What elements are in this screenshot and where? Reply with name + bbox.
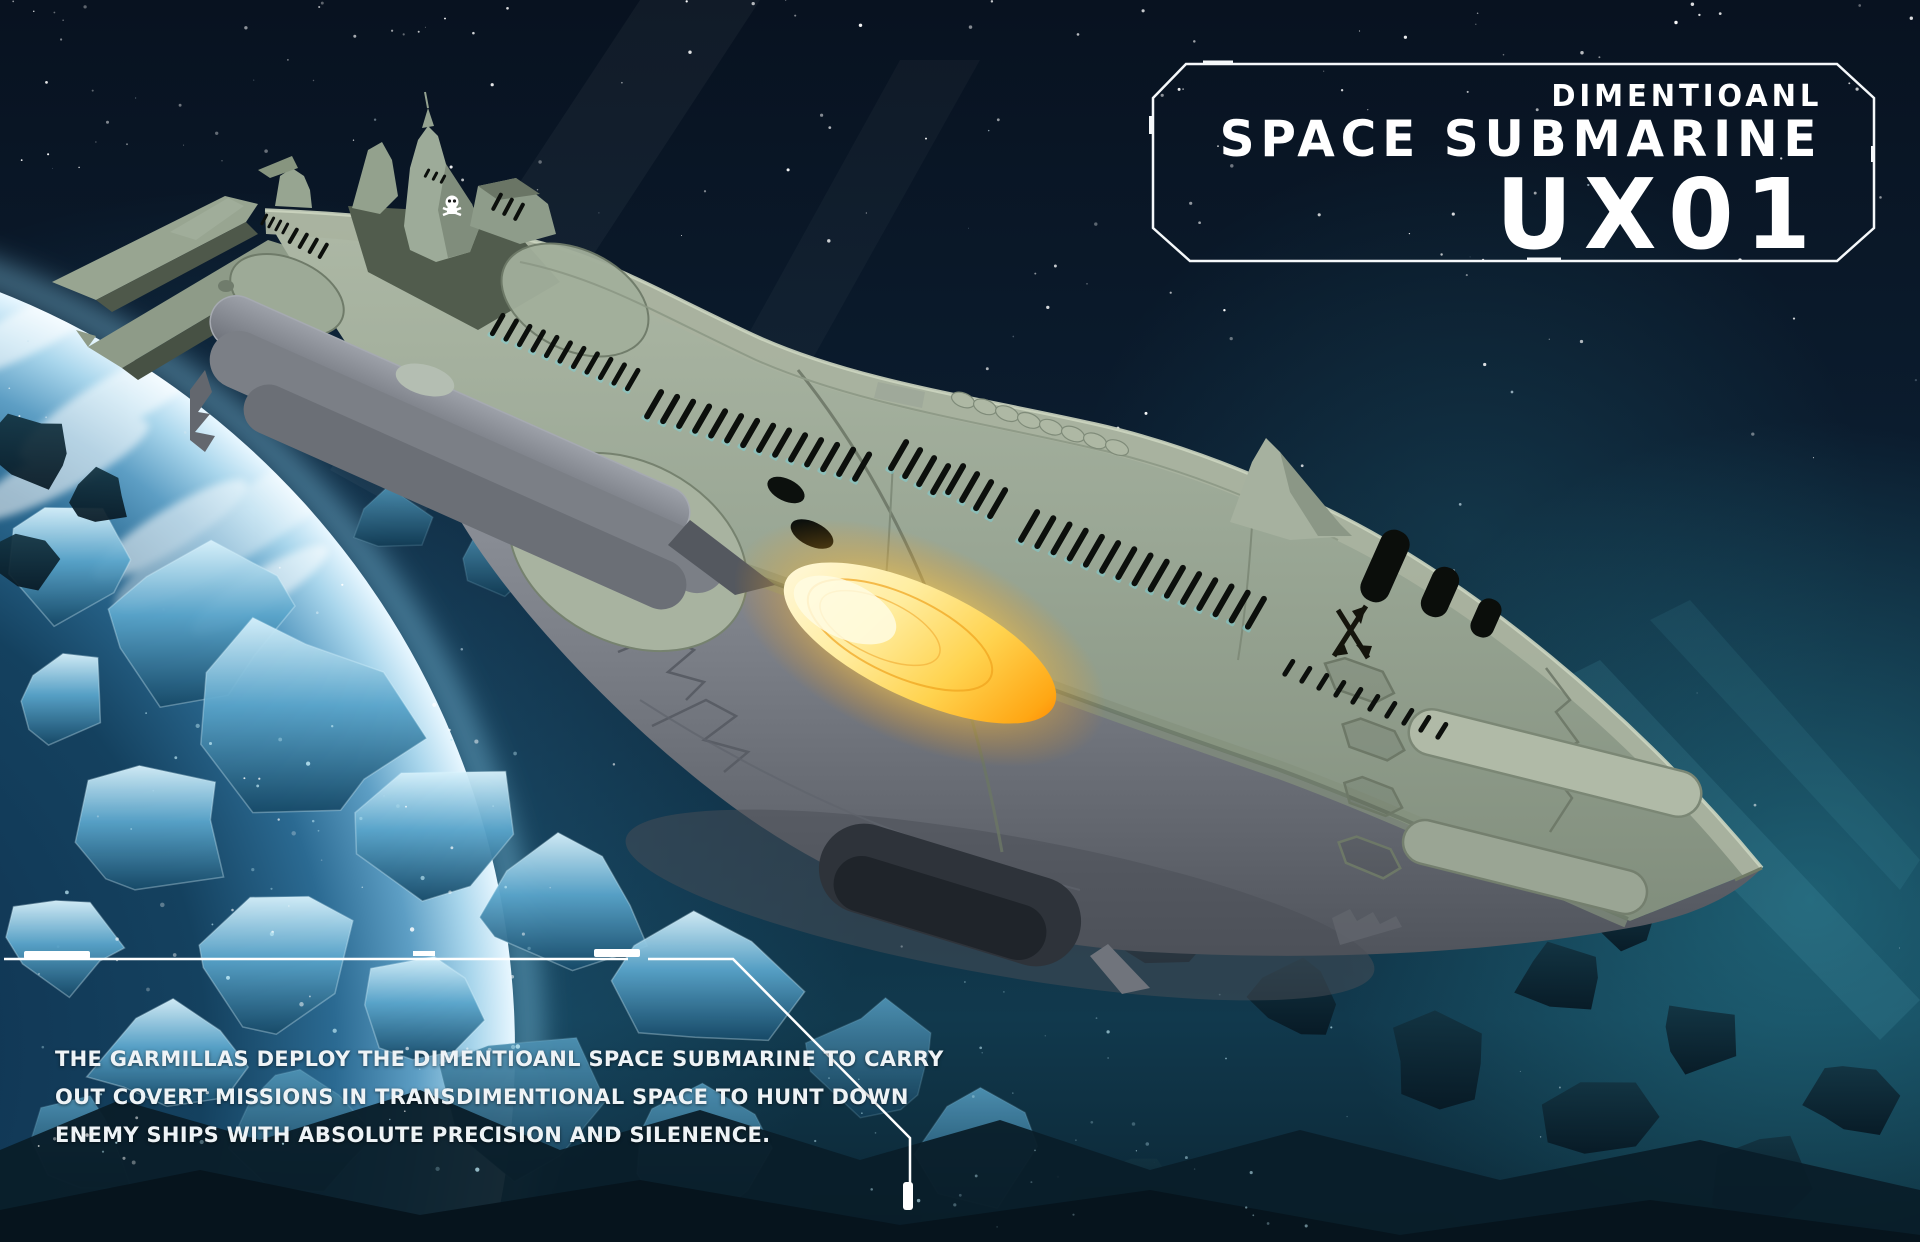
bow-windows xyxy=(1360,529,1502,638)
bow-fin xyxy=(1230,438,1352,540)
title-main: SPACE SUBMARINE xyxy=(1219,110,1822,168)
asteroid-foreground-silhouette xyxy=(0,1090,1920,1242)
description-line: THE GARMILLAS DEPLOY THE DIMENTIOANL SPA… xyxy=(55,1047,944,1071)
tail-torpedo-pods xyxy=(190,295,775,610)
stern-tower xyxy=(275,168,312,208)
description-block: THE GARMILLAS DEPLOY THE DIMENTIOANL SPA… xyxy=(55,1040,944,1154)
conning-tower xyxy=(258,91,556,262)
asteroid-field xyxy=(0,413,1920,1242)
hull-vents xyxy=(260,168,1449,740)
corner-decoration-line xyxy=(4,949,913,1210)
garmillas-sigil-icon xyxy=(1331,604,1372,660)
asteroid-foreground-silhouette xyxy=(0,1170,1920,1242)
dust-particles xyxy=(37,702,1348,1228)
description-line: ENEMY SHIPS WITH ABSOLUTE PRECISION AND … xyxy=(55,1123,771,1147)
ventral-pod xyxy=(818,823,1082,967)
bow-hatches xyxy=(1323,656,1703,916)
engine-glow-light xyxy=(733,519,1107,767)
submarine-ship xyxy=(52,91,1764,1001)
deck-hatches xyxy=(950,391,1130,457)
title-kicker: DIMENTIOANL xyxy=(1551,79,1822,114)
light-ray xyxy=(1650,600,1920,890)
title-frame xyxy=(1149,60,1876,263)
skull-emblem-icon xyxy=(442,195,462,217)
title-model: UX01 xyxy=(1495,158,1822,271)
description-line: OUT COVERT MISSIONS IN TRANSDIMENTIONAL … xyxy=(55,1085,909,1109)
title-block: DIMENTIOANL SPACE SUBMARINE UX01 xyxy=(1219,79,1822,271)
